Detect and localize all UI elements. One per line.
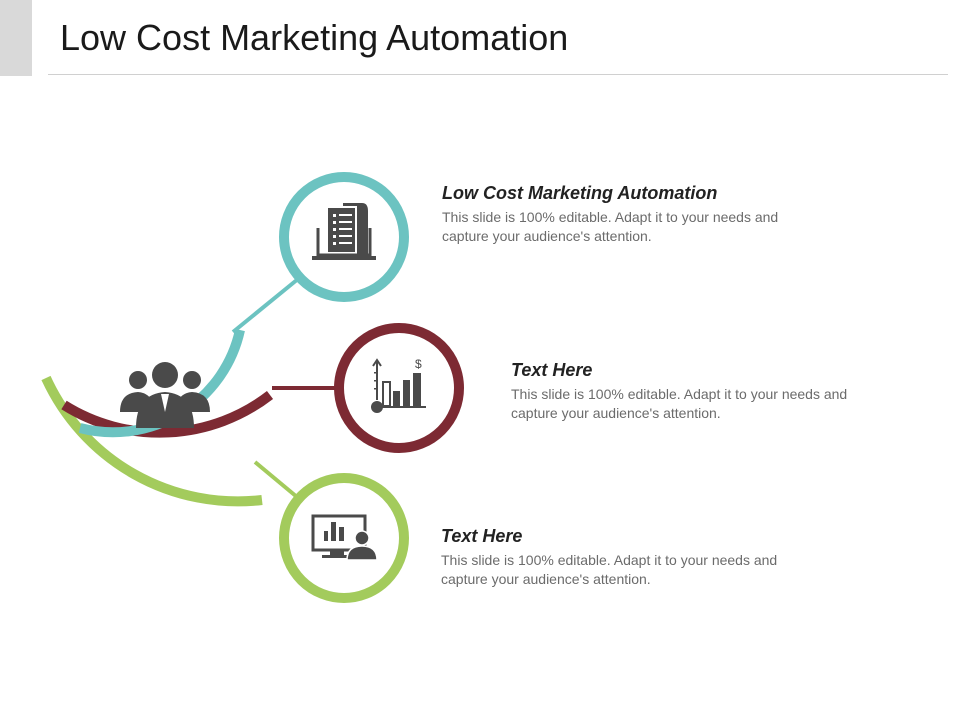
presentation-monitor-icon [311, 514, 378, 561]
title-accent-bar [0, 0, 32, 76]
item-body-2: This slide is 100% editable. Adapt it to… [511, 386, 848, 421]
item-heading-2: Text Here [511, 360, 593, 380]
hub-arc-maroon [61, 391, 274, 438]
item-heading-1: Low Cost Marketing Automation [442, 183, 718, 203]
item-block-1: Low Cost Marketing Automation This slide… [442, 183, 882, 246]
title-divider [48, 74, 948, 75]
item-heading-3: Text Here [441, 526, 523, 546]
document-laptop-icon [312, 203, 376, 260]
connector-green [253, 460, 299, 499]
item-circle-2 [334, 323, 464, 453]
item-body-3: This slide is 100% editable. Adapt it to… [441, 552, 778, 587]
item-block-2: Text Here This slide is 100% editable. A… [511, 360, 951, 423]
item-body-1: This slide is 100% editable. Adapt it to… [442, 209, 779, 244]
svg-text:$: $ [415, 357, 422, 371]
team-icon [120, 362, 210, 428]
item-block-3: Text Here This slide is 100% editable. A… [441, 526, 881, 589]
growth-chart-icon: $ [371, 357, 426, 413]
connector-teal [231, 277, 300, 334]
page-title: Low Cost Marketing Automation [60, 17, 569, 58]
